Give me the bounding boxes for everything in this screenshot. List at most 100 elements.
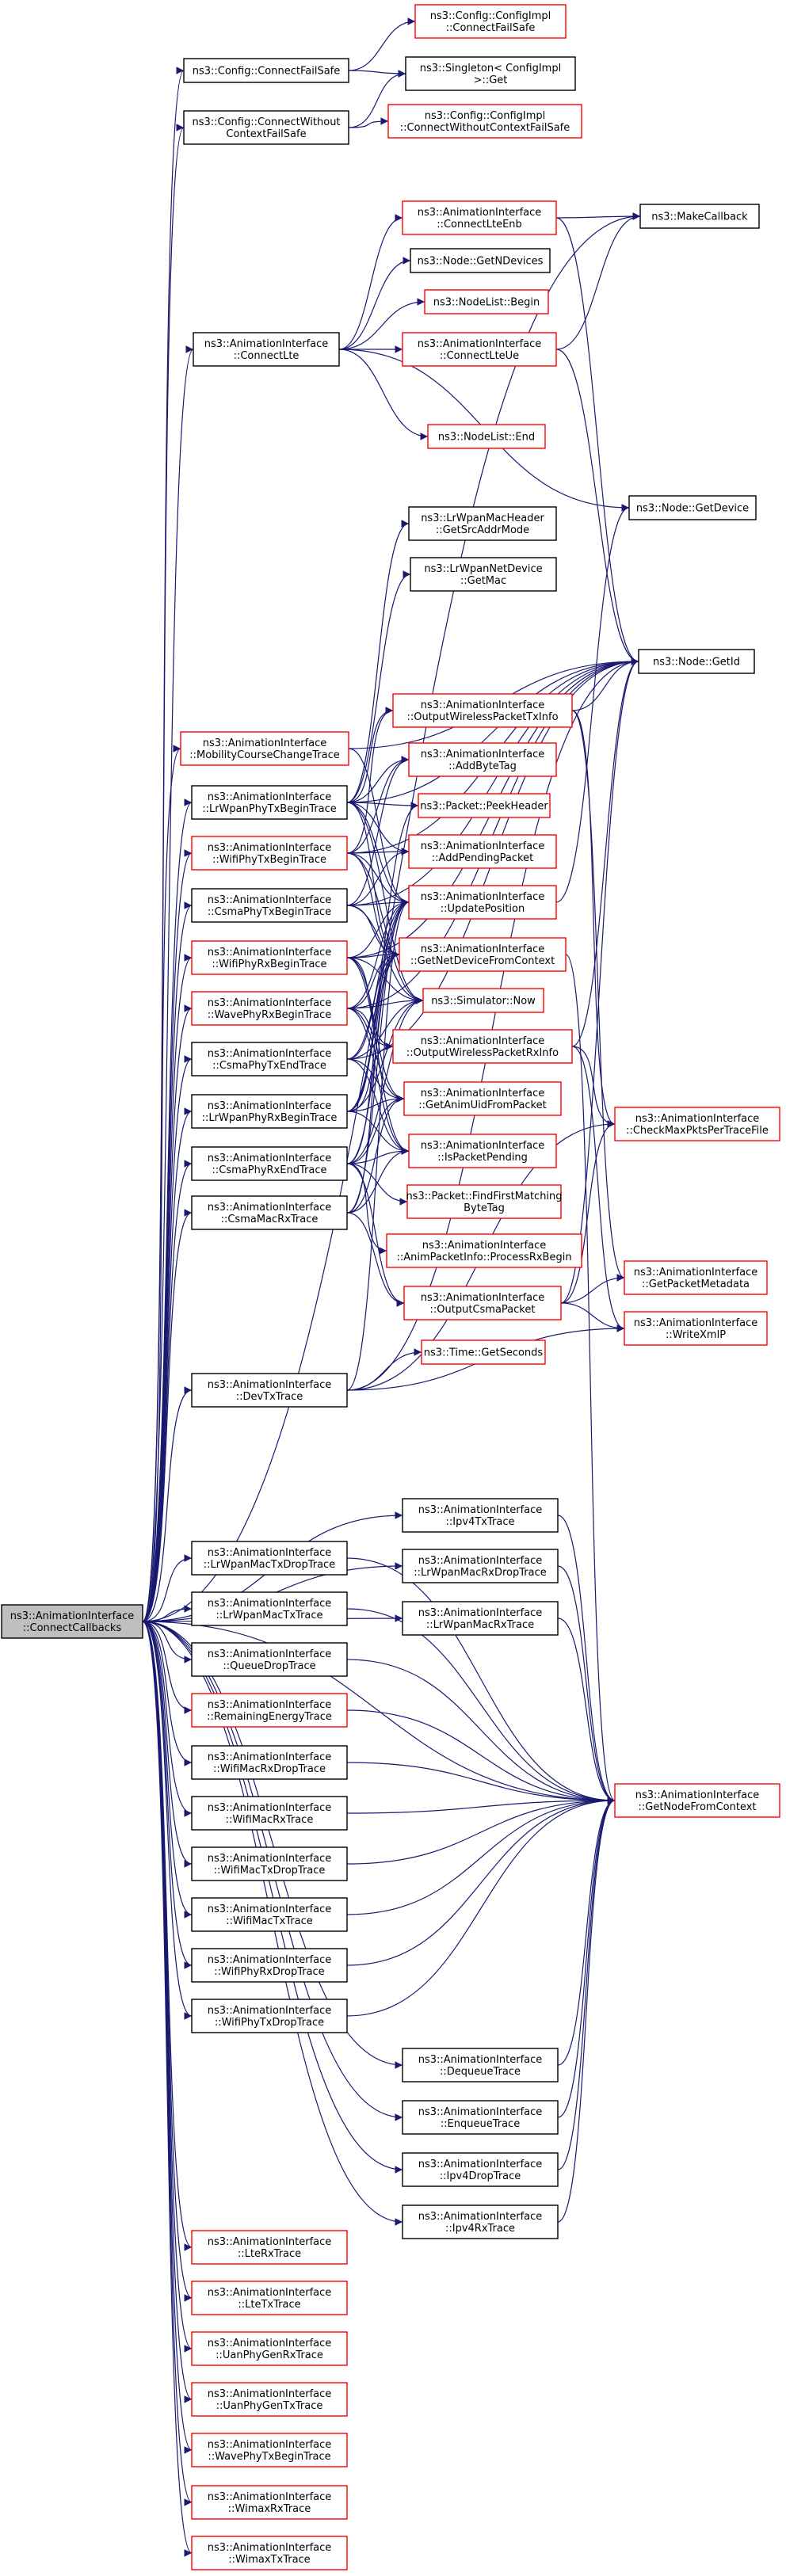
node-label-line: ns3::AnimationInterface (421, 1088, 545, 1099)
node-lrwpanmactx[interactable]: ns3::AnimationInterface::LrWpanMacTxTrac… (191, 1591, 348, 1626)
node-label-line: ns3::AnimationInterface (421, 1140, 545, 1152)
node-lrwpanmactxdrop[interactable]: ns3::AnimationInterface::LrWpanMacTxDrop… (191, 1541, 348, 1576)
edge-ipv4tx-to-getnodectx (557, 1515, 616, 1804)
node-wifimacrxdrop[interactable]: ns3::AnimationInterface::WifiMacRxDropTr… (191, 1745, 348, 1780)
node-box (402, 2204, 559, 2239)
node-checkmax[interactable]: ns3::AnimationInterface::CheckMaxPktsPer… (614, 1107, 780, 1141)
node-mobility[interactable]: ns3::AnimationInterface::MobilityCourseC… (180, 731, 349, 766)
node-connectlte[interactable]: ns3::AnimationInterface::ConnectLte (193, 332, 340, 367)
node-label-line: ns3::AnimationInterface (208, 1379, 332, 1391)
node-box (180, 731, 349, 766)
node-wimaxrx[interactable]: ns3::AnimationInterface::WimaxRxTrace (191, 2485, 348, 2520)
node-enqueue[interactable]: ns3::AnimationInterface::EnqueueTrace (402, 2100, 559, 2135)
node-ltetx[interactable]: ns3::AnimationInterface::LteTxTrace (191, 2281, 348, 2315)
node-lrwpanmacrxdrop[interactable]: ns3::AnimationInterface::LrWpanMacRxDrop… (402, 1549, 559, 1583)
node-label-line: ns3::AnimationInterface (418, 2106, 543, 2118)
node-wavephytxbegin[interactable]: ns3::AnimationInterface::WavePhyTxBeginT… (191, 2433, 348, 2467)
node-addbytetag[interactable]: ns3::AnimationInterface::AddByteTag (408, 742, 557, 777)
node-connectlteue[interactable]: ns3::AnimationInterface::ConnectLteUe (402, 332, 557, 367)
node-box (408, 742, 557, 777)
node-uantx[interactable]: ns3::AnimationInterface::UanPhyGenTxTrac… (191, 2382, 348, 2417)
node-lrwpangetmac[interactable]: ns3::LrWpanNetDevice::GetMac (410, 557, 557, 592)
node-addpending[interactable]: ns3::AnimationInterface::AddPendingPacke… (408, 834, 557, 869)
node-wifiphyrxbegin[interactable]: ns3::AnimationInterface::WifiPhyRxBeginT… (191, 940, 348, 975)
edge-owprx-to-getid (571, 657, 639, 1047)
node-remenergy[interactable]: ns3::AnimationInterface::RemainingEnergy… (191, 1693, 348, 1728)
edge-connectlte-to-nodelistend (338, 349, 429, 440)
node-label-line: ns3::NodeList::Begin (433, 297, 540, 309)
node-getsrcaddr[interactable]: ns3::LrWpanMacHeader::GetSrcAddrMode (408, 506, 557, 541)
node-getpktmeta[interactable]: ns3::AnimationInterface::GetPacketMetada… (624, 1260, 768, 1295)
node-label-line: ::GetAnimUidFromPacket (418, 1099, 546, 1111)
node-peekheader[interactable]: ns3::Packet::PeekHeader (418, 793, 551, 818)
node-label-line: ::AddByteTag (448, 760, 517, 772)
node-box (191, 2433, 348, 2467)
node-label-line: ns3::AnimationInterface (208, 1648, 332, 1660)
node-label-line: ::QueueDropTrace (223, 1660, 315, 1672)
node-label-line: ns3::AnimationInterface (421, 1292, 545, 1304)
node-writexmlp[interactable]: ns3::AnimationInterface::WriteXmlP (624, 1311, 768, 1346)
node-label-line: ns3::AnimationInterface (634, 1317, 758, 1329)
node-devtx[interactable]: ns3::AnimationInterface::DevTxTrace (191, 1373, 348, 1408)
node-processrx[interactable]: ns3::AnimationInterface::AnimPacketInfo:… (386, 1233, 582, 1268)
node-label-line: ns3::Packet::FindFirstMatching (406, 1191, 562, 1202)
node-wimaxtx[interactable]: ns3::AnimationInterface::WimaxTxTrace (191, 2536, 348, 2570)
node-cwcfs[interactable]: ns3::Config::ConnectWithoutContextFailSa… (183, 110, 349, 145)
node-box (191, 1373, 348, 1408)
node-wifiphytxdrop[interactable]: ns3::AnimationInterface::WifiPhyTxDropTr… (191, 1999, 348, 2033)
edge-root-to-wifimacrx (142, 1621, 193, 1817)
node-lrwpanphytxbegin[interactable]: ns3::AnimationInterface::LrWpanPhyTxBegi… (191, 785, 348, 820)
node-wifimactx[interactable]: ns3::AnimationInterface::WifiMacTxTrace (191, 1897, 348, 1932)
node-getseconds[interactable]: ns3::Time::GetSeconds (421, 1339, 546, 1365)
node-makecallback[interactable]: ns3::MakeCallback (639, 204, 760, 229)
node-dequeue[interactable]: ns3::AnimationInterface::DequeueTrace (402, 2048, 559, 2083)
edge-lrwpanmacrxdrop-to-getnodectx (557, 1565, 616, 1804)
node-box (183, 110, 349, 145)
node-ipv4rx[interactable]: ns3::AnimationInterface::Ipv4RxTrace (402, 2204, 559, 2239)
node-ci_cfs[interactable]: ns3::Config::ConfigImpl::ConnectFailSafe (414, 4, 567, 39)
node-uanrx[interactable]: ns3::AnimationInterface::UanPhyGenRxTrac… (191, 2331, 348, 2366)
node-label-line: ns3::AnimationInterface (208, 1853, 332, 1865)
node-wavephyrxbegin[interactable]: ns3::AnimationInterface::WavePhyRxBeginT… (191, 991, 348, 1026)
node-lrwpanmacrx[interactable]: ns3::AnimationInterface::LrWpanMacRxTrac… (402, 1601, 559, 1636)
node-owptx[interactable]: ns3::AnimationInterface::OutputWirelessP… (392, 693, 573, 728)
node-nodelistend[interactable]: ns3::NodeList::End (427, 424, 546, 449)
node-lterx[interactable]: ns3::AnimationInterface::LteRxTrace (191, 2230, 348, 2265)
node-singleton[interactable]: ns3::Singleton< ConfigImpl >::Get (405, 56, 576, 91)
node-cfs[interactable]: ns3::Config::ConnectFailSafe (183, 58, 349, 83)
node-label-line: ::UpdatePosition (441, 903, 525, 915)
node-label-line: ::LteTxTrace (238, 2299, 300, 2311)
node-getnodectx[interactable]: ns3::AnimationInterface::GetNodeFromCont… (614, 1783, 780, 1818)
node-csmaphyrxend[interactable]: ns3::AnimationInterface::CsmaPhyRxEndTra… (191, 1146, 348, 1181)
node-label-line: ns3::AnimationInterface (634, 1267, 758, 1278)
node-ipv4tx[interactable]: ns3::AnimationInterface::Ipv4TxTrace (402, 1498, 559, 1533)
node-ipv4drop[interactable]: ns3::AnimationInterface::Ipv4DropTrace (402, 2152, 559, 2187)
node-simnow[interactable]: ns3::Simulator::Now (422, 988, 544, 1013)
node-wifimactxdrop[interactable]: ns3::AnimationInterface::WifiMacTxDropTr… (191, 1846, 348, 1881)
node-outcsma[interactable]: ns3::AnimationInterface::OutputCsmaPacke… (403, 1286, 562, 1320)
node-getanimuid[interactable]: ns3::AnimationInterface::GetAnimUidFromP… (403, 1081, 562, 1116)
node-label-line: ::DequeueTrace (440, 2066, 521, 2078)
node-getnetdev[interactable]: ns3::AnimationInterface::GetNetDeviceFro… (399, 937, 567, 972)
node-wifimacrx[interactable]: ns3::AnimationInterface::WifiMacRxTrace (191, 1796, 348, 1831)
node-lrwpanphyrxbegin[interactable]: ns3::AnimationInterface::LrWpanPhyRxBegi… (191, 1094, 348, 1129)
node-connectlteenb[interactable]: ns3::AnimationInterface::ConnectLteEnb (402, 200, 557, 235)
node-csmaphytxbegin[interactable]: ns3::AnimationInterface::CsmaPhyTxBeginT… (191, 888, 348, 923)
node-wifiphyrxdrop[interactable]: ns3::AnimationInterface::WifiPhyRxDropTr… (191, 1948, 348, 1983)
node-ispending[interactable]: ns3::AnimationInterface::IsPacketPending (408, 1134, 557, 1168)
node-getdevice[interactable]: ns3::Node::GetDevice (628, 495, 757, 520)
node-nodelistbegin[interactable]: ns3::NodeList::Begin (424, 289, 549, 314)
node-getndevices[interactable]: ns3::Node::GetNDevices (410, 248, 551, 273)
node-label-line: ::LrWpanMacTxDropTrace (204, 1559, 335, 1571)
node-ci_cwcfs[interactable]: ns3::Config::ConfigImpl::ConnectWithoutC… (387, 104, 582, 139)
node-getid[interactable]: ns3::Node::GetId (638, 649, 755, 674)
node-queuedrop[interactable]: ns3::AnimationInterface::QueueDropTrace (191, 1642, 348, 1677)
node-updatepos[interactable]: ns3::AnimationInterface::UpdatePosition (408, 885, 557, 920)
node-owprx[interactable]: ns3::AnimationInterface::OutputWirelessP… (392, 1029, 573, 1064)
node-wifiphytxbegin[interactable]: ns3::AnimationInterface::WifiPhyTxBeginT… (191, 836, 348, 871)
node-csmaphytxend[interactable]: ns3::AnimationInterface::CsmaPhyTxEndTra… (191, 1042, 348, 1077)
edge-root-to-ltetx (142, 1621, 193, 2302)
node-csmamacrx[interactable]: ns3::AnimationInterface::CsmaMacRxTrace (191, 1195, 348, 1230)
node-label-line: ns3::AnimationInterface (208, 791, 332, 803)
